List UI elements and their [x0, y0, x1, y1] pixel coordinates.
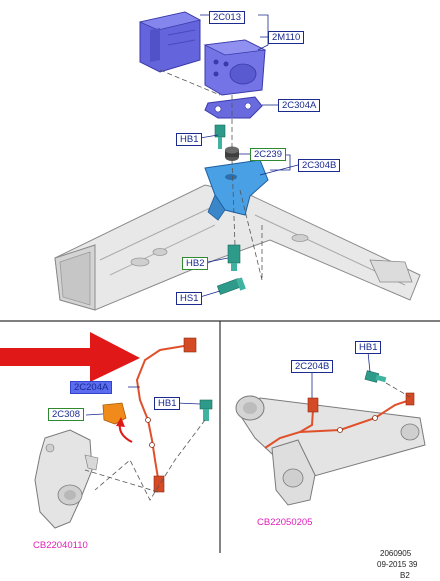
assembly-lines-left: [84, 419, 206, 501]
callout-hb1-top: HB1: [176, 133, 203, 146]
curved-arrow-head-icon: [116, 417, 125, 427]
callout-hs1: HS1: [176, 292, 203, 305]
callout-2c304a: 2C304A: [278, 99, 321, 112]
wheel-speed-sensor-2c204a: [135, 337, 197, 493]
bracket-2c304a: [204, 96, 263, 119]
callout-2c239: 2C239: [250, 148, 286, 161]
callout-2c204b: 2C204B: [291, 360, 334, 373]
steering-knuckle: [34, 429, 99, 529]
bolt-hb1-top: [214, 124, 226, 149]
callout-2c304b: 2C304B: [298, 159, 341, 172]
mounting-bracket-2c304b: [204, 159, 269, 221]
leader-lines-right: [311, 351, 371, 398]
assembly-lines-top: [159, 69, 263, 281]
abs-module-2m110: [203, 39, 267, 96]
leader-lines-left: [85, 386, 201, 416]
rear-axle-beam: [235, 395, 426, 506]
callout-2c013: 2C013: [209, 11, 245, 24]
clip-2c308: [102, 402, 127, 425]
bolt-hb1-left: [199, 399, 213, 421]
assembly-line-right: [385, 382, 411, 398]
footer-revision: B2: [400, 571, 410, 580]
control-unit-2c013: [138, 11, 202, 73]
reference-right: CB22050205: [257, 517, 313, 528]
bolt-hs1: [216, 277, 246, 295]
reference-left: CB22040110: [33, 540, 88, 551]
footer-date: 09-2015 39: [377, 560, 418, 569]
callout-hb1-right: HB1: [355, 341, 382, 354]
callout-hb1-left: HB1: [154, 397, 181, 410]
bushing-2c239: [225, 146, 239, 161]
footer-code: 2060905: [380, 549, 412, 558]
bolt-hb1-right: [364, 370, 387, 383]
leader-lines-top: [199, 14, 299, 298]
direction-arrow: [0, 332, 140, 382]
wheel-speed-sensor-2c204b: [264, 392, 415, 449]
callout-2c204a: 2C204A: [70, 381, 113, 394]
callout-hb2: HB2: [182, 257, 209, 270]
callout-2c308: 2C308: [48, 408, 84, 421]
bolt-hb2: [227, 244, 241, 271]
callout-2m110: 2M110: [268, 31, 305, 44]
